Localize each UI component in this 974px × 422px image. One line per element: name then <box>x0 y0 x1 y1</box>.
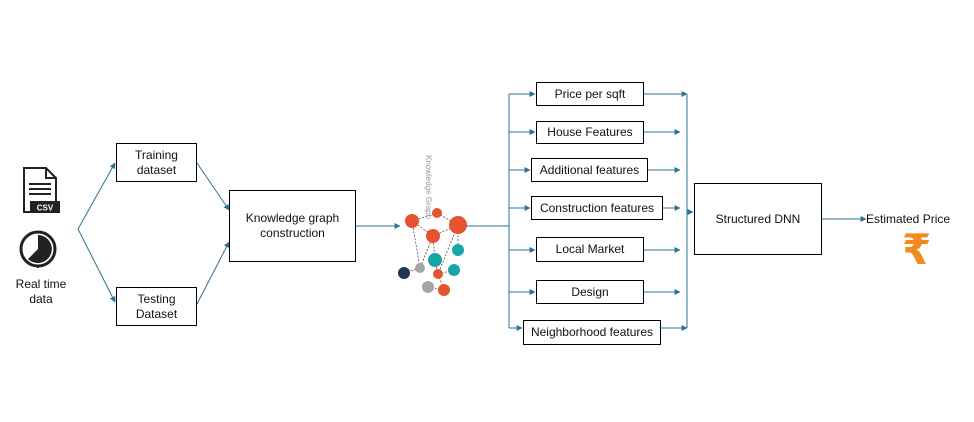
structured-dnn-box: Structured DNN <box>694 183 822 255</box>
knowledge-graph-icon-label: Knowledge Graph <box>424 155 433 220</box>
testing-dataset-box: Testing Dataset <box>116 287 197 326</box>
feature-additional-features: Additional features <box>531 158 648 182</box>
rupee-icon: ₹ <box>902 226 932 273</box>
feature-price-per-sqft: Price per sqft <box>536 82 644 106</box>
knowledge-graph-icon <box>398 208 467 296</box>
csv-icon-label: CSV <box>37 204 54 213</box>
realtime-data-label: Real time data <box>15 277 67 306</box>
feature-local-market: Local Market <box>536 237 644 262</box>
feature-fanout <box>508 91 536 331</box>
dataset-arrows <box>196 162 230 305</box>
csv-file-icon: CSV <box>23 167 60 213</box>
input-arrows <box>77 162 116 303</box>
feature-neighborhood-features: Neighborhood features <box>523 320 661 345</box>
clock-icon <box>19 230 57 268</box>
estimated-price-label: Estimated Price <box>866 212 951 226</box>
training-dataset-box: Training dataset <box>116 143 197 182</box>
feature-outputs <box>644 91 694 331</box>
feature-construction-features: Construction features <box>531 196 663 220</box>
feature-design: Design <box>536 280 644 304</box>
kg-construction-box: Knowledge graph construction <box>229 190 356 262</box>
feature-house-features: House Features <box>536 121 644 144</box>
